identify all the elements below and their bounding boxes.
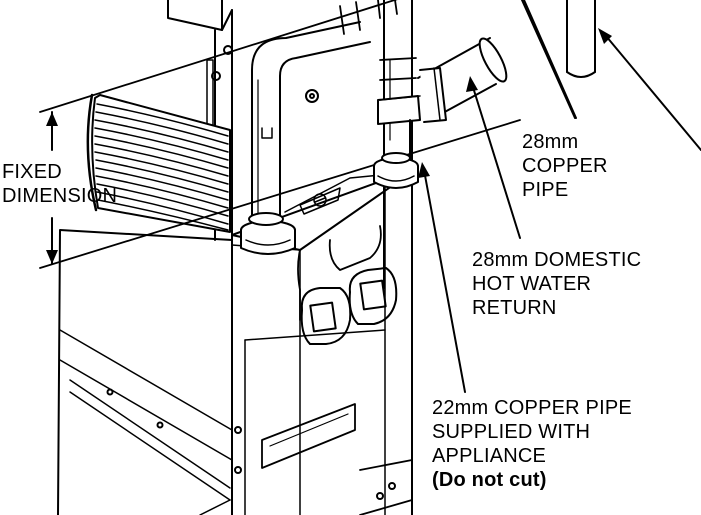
fixed-dimension-line-2: DIMENSION [2, 185, 118, 207]
return-pipe [417, 37, 508, 123]
copper-pipe-28mm-line-2: COPPER [522, 155, 608, 177]
copper-pipe-22mm-line-3: APPLIANCE [432, 445, 547, 467]
fixed-dimension-arrows [46, 111, 58, 265]
copper-pipe-28mm [566, 0, 596, 78]
left-compression-nut [240, 212, 296, 255]
appliance-body [57, 169, 413, 515]
fixed-dimension-line-1: FIXED [2, 161, 62, 183]
dhw-return-line-2: HOT WATER [472, 273, 592, 295]
right-pipe [377, 0, 421, 289]
copper-pipe-22mm-label: 22mm COPPER PIPE SUPPLIED WITH APPLIANCE… [432, 396, 632, 492]
pipe-label-leader [523, 0, 577, 119]
copper-pipe-22mm-line-2: SUPPLIED WITH [432, 421, 591, 443]
dhw-return-line-3: RETURN [472, 297, 557, 319]
copper-pipe-28mm-line-3: PIPE [522, 179, 569, 201]
dhw-return-label: 28mm DOMESTIC HOT WATER RETURN [472, 248, 641, 320]
fixed-dimension-label: FIXED DIMENSION [2, 160, 117, 208]
leader-arrows [418, 0, 701, 393]
copper-pipe-22mm-line-1: 22mm COPPER PIPE [432, 397, 632, 419]
heat-exchanger-coil [86, 93, 231, 233]
left-pipe [251, 0, 398, 236]
copper-pipe-28mm-line-1: 28mm [522, 131, 579, 153]
right-compression-nut [373, 152, 419, 189]
copper-pipe-28mm-label: 28mm COPPER PIPE [522, 130, 608, 202]
do-not-cut-note: (Do not cut) [432, 469, 547, 491]
dhw-return-line-1: 28mm DOMESTIC [472, 249, 642, 271]
